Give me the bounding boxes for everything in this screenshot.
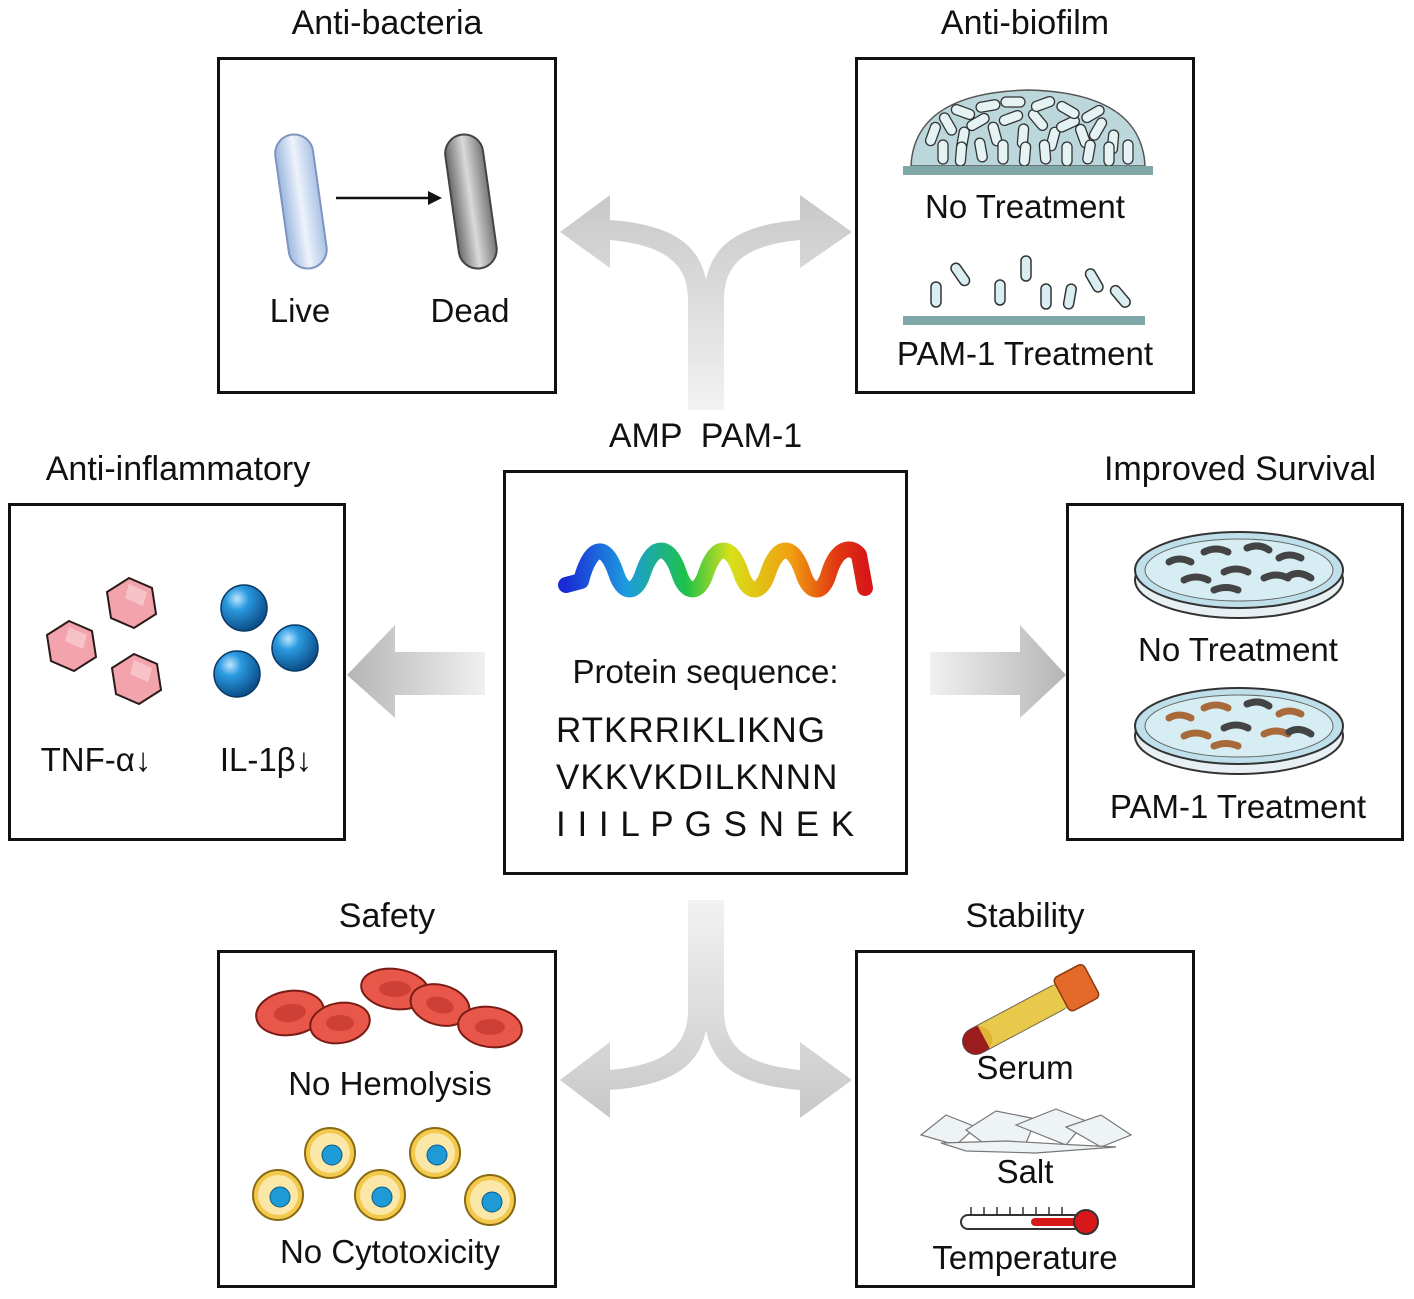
biofilm-pam1-treatment-label: PAM-1 Treatment <box>896 335 1154 372</box>
biofilm-rod <box>937 139 949 165</box>
biofilm-rod <box>966 112 990 132</box>
il1b-spheres-icon <box>213 584 319 698</box>
biofilm-rod <box>1061 141 1073 167</box>
biofilm-icon <box>903 89 1153 175</box>
helix-icon <box>558 541 873 598</box>
biofilm-rod <box>1018 141 1032 167</box>
improved-survival-panel: No Treatment PAM-1 Treatment <box>1066 503 1404 841</box>
anti-biofilm-title: Anti-biofilm <box>940 4 1110 42</box>
biofilm-rod <box>1056 115 1080 133</box>
anti-inflammatory-panel: TNF-α↓ IL-1β↓ <box>8 503 346 841</box>
survival-pam1-treatment-label: PAM-1 Treatment <box>1109 788 1367 825</box>
biofilm-rod <box>1088 117 1108 141</box>
biofilm-rod <box>954 141 968 167</box>
sequence-line-1: RTKRRIKLIKNG <box>556 711 827 750</box>
biofilm-rod <box>950 103 976 121</box>
tnf-label: TNF-α↓ <box>40 741 152 778</box>
petri-dish-untreated-icon <box>1134 531 1344 619</box>
arrow-icon <box>336 191 442 205</box>
serum-tube-icon <box>962 963 1100 1055</box>
protein-sequence-label: Protein sequence: <box>572 653 839 690</box>
anti-bacteria-panel: Live Dead <box>217 57 557 394</box>
biofilm-rod <box>1081 104 1105 124</box>
biofilm-rod <box>975 99 1001 113</box>
survival-no-treatment-label: No Treatment <box>1138 631 1338 668</box>
biofilm-rod <box>1027 108 1049 132</box>
stability-panel: Serum Salt Temperature <box>855 950 1195 1288</box>
cell-nucleus <box>426 1144 448 1166</box>
salt-label: Salt <box>996 1153 1054 1190</box>
biofilm-rod <box>924 121 942 147</box>
live-label: Live <box>269 292 331 329</box>
biofilm-rod <box>1056 100 1080 120</box>
biofilm-rod <box>1030 95 1056 113</box>
serum-label: Serum <box>976 1049 1074 1086</box>
top-fork-arrow <box>560 195 852 410</box>
biofilm-rod <box>1103 141 1115 167</box>
cells-icon <box>252 1127 516 1226</box>
thermometer-icon <box>960 1207 1099 1235</box>
cell-nucleus <box>269 1186 291 1208</box>
biofilm-rod <box>997 139 1009 165</box>
improved-survival-title: Improved Survival <box>1103 450 1377 488</box>
il1b-label: IL-1β↓ <box>219 741 313 778</box>
stability-title: Stability <box>965 897 1085 935</box>
cell-nucleus <box>481 1191 503 1213</box>
no-cytotoxicity-label: No Cytotoxicity <box>279 1233 501 1270</box>
petri-dish-treated-icon <box>1134 687 1344 775</box>
no-hemolysis-label: No Hemolysis <box>288 1065 492 1102</box>
salt-crystals-icon <box>919 1108 1133 1154</box>
sequence-line-3: I I I L P G S N E K <box>556 805 856 844</box>
center-panel: Protein sequence: RTKRRIKLIKNG VKKVKDILK… <box>503 470 908 875</box>
anti-biofilm-panel: No Treatment PAM-1 Treatment <box>855 57 1195 394</box>
biofilm-no-treatment-label: No Treatment <box>925 188 1125 225</box>
anti-bacteria-title: Anti-bacteria <box>291 4 483 42</box>
bottom-fork-arrow <box>560 900 852 1118</box>
dispersed-bacteria-icon <box>903 255 1145 325</box>
cell-nucleus <box>371 1186 393 1208</box>
biofilm-rod <box>938 112 958 136</box>
red-blood-cells-icon <box>255 967 523 1049</box>
temperature-label: Temperature <box>932 1239 1118 1276</box>
dead-label: Dead <box>430 292 510 329</box>
biofilm-rod <box>1000 96 1026 108</box>
left-arrow <box>347 625 485 718</box>
safety-panel: No Hemolysis No Cytotoxicity <box>217 950 557 1288</box>
biofilm-rod <box>1122 139 1134 165</box>
biofilm-rod <box>998 109 1024 127</box>
tnf-hexagons-icon <box>45 576 163 706</box>
dead-bacterium-icon <box>444 133 498 270</box>
right-arrow <box>930 625 1066 718</box>
sequence-line-2: VKKVKDILKNNN <box>556 758 839 797</box>
biofilm-rod <box>974 137 988 163</box>
cell-nucleus <box>321 1144 343 1166</box>
anti-inflammatory-title: Anti-inflammatory <box>45 450 311 488</box>
safety-title: Safety <box>338 897 436 935</box>
biofilm-rod <box>1038 139 1052 165</box>
live-bacterium-icon <box>274 133 328 270</box>
biofilm-rod <box>1082 139 1096 165</box>
center-title: AMP PAM-1 <box>608 417 803 455</box>
